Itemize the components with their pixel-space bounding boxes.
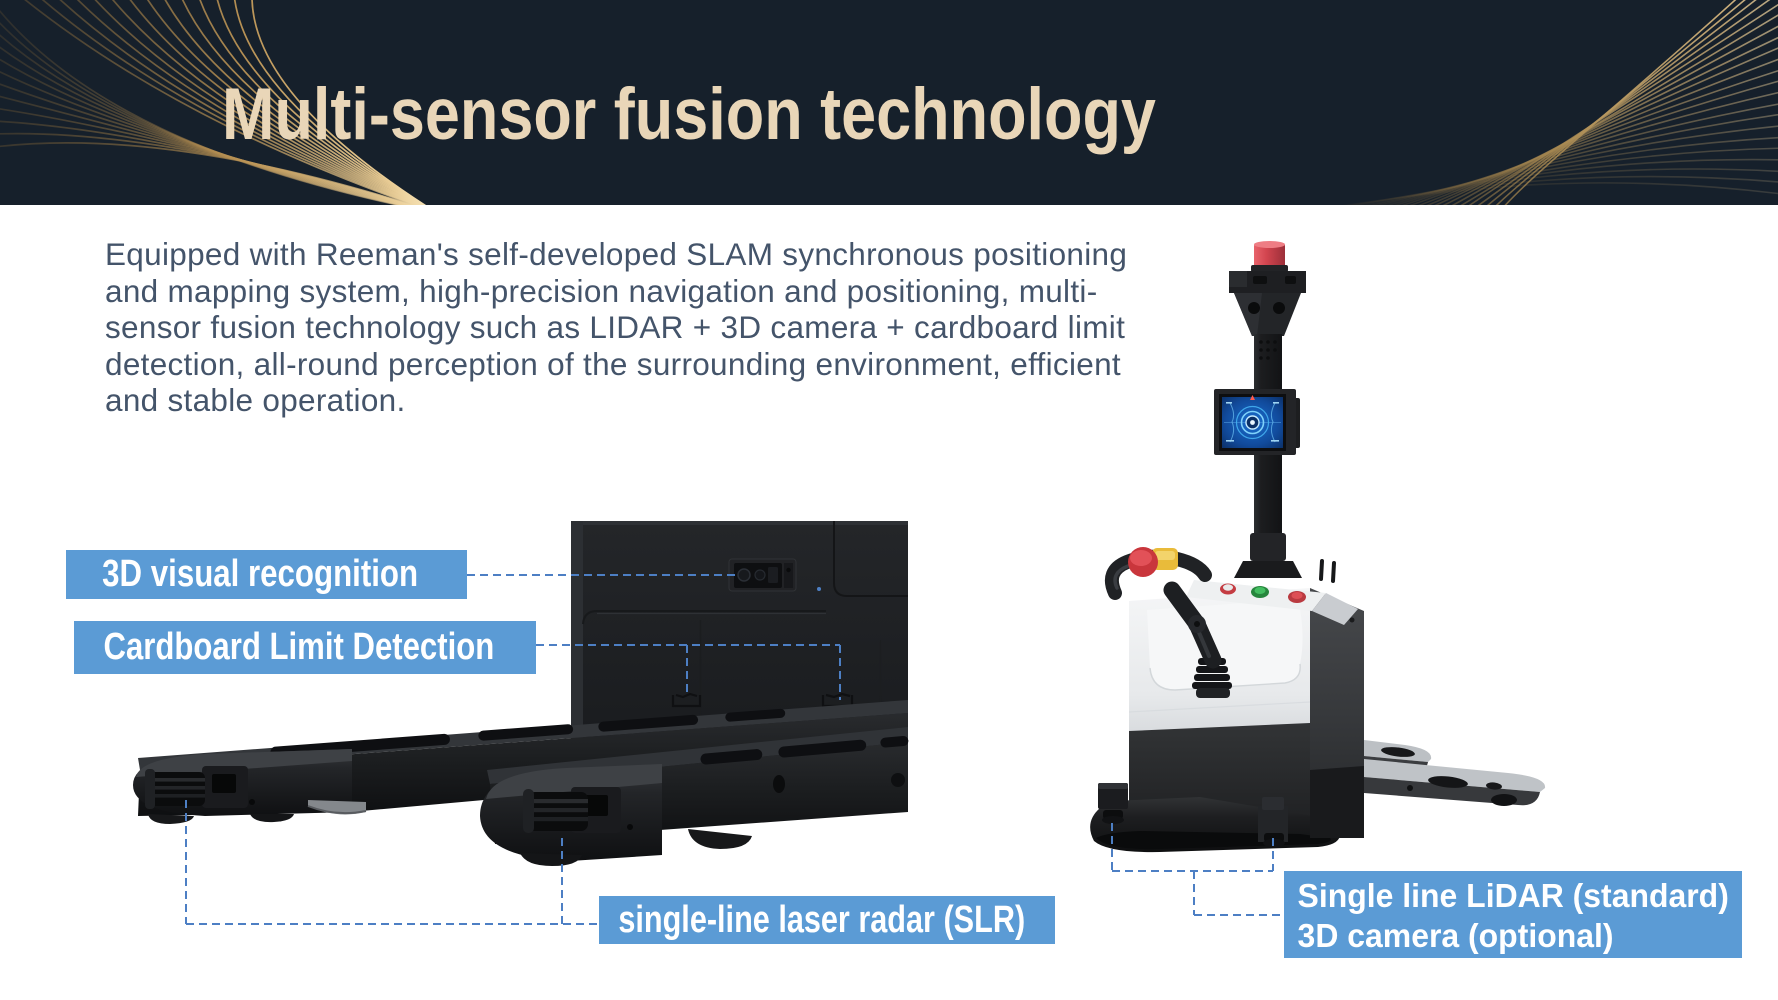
label-text: single-line laser radar (SLR) [618, 899, 1026, 941]
rear-fork [133, 700, 908, 824]
display-mast [1229, 241, 1306, 578]
front-left-lidar [1098, 783, 1128, 824]
front-fork-laser-scanner [523, 787, 633, 833]
label-single-line-laser-radar: single-line laser radar (SLR) [599, 896, 1055, 944]
paragraph-line: and mapping system, high-precision navig… [105, 272, 1098, 309]
front-fork [480, 727, 909, 866]
paragraph-line: detection, all-round perception of the s… [105, 345, 1121, 382]
label-text-line2: 3D camera (optional) [1297, 917, 1614, 954]
body-paragraph: Equipped with Reeman's self-developed SL… [105, 236, 1127, 419]
screen-hud-graphics [1224, 395, 1281, 443]
header-banner: Multi-sensor fusion technology [0, 0, 1778, 205]
beacon-light [1251, 241, 1288, 272]
pallet-forks-rear-photo [133, 521, 909, 866]
label-text-line1: Single line LiDAR (standard) [1297, 877, 1729, 914]
paragraph-line: and stable operation. [105, 382, 406, 418]
label-3d-visual-recognition: 3D visual recognition [66, 550, 467, 599]
label-text: Cardboard Limit Detection [103, 626, 495, 668]
label-single-line-lidar-3d-camera: Single line LiDAR (standard) 3D camera (… [1284, 871, 1742, 958]
control-buttons [1220, 583, 1306, 603]
paragraph-line: sensor fusion technology such as LIDAR +… [105, 309, 1126, 345]
rear-fork-roller [307, 800, 367, 815]
emergency-stop-button [1128, 547, 1178, 577]
chassis-base [1090, 783, 1341, 853]
tiller-handle [1105, 547, 1232, 698]
robot-forks [1310, 740, 1546, 838]
label-text: 3D visual recognition [102, 553, 419, 595]
display-screen [1214, 389, 1300, 455]
front-right-lidar [1258, 797, 1288, 847]
rear-fork-laser-scanner [145, 766, 255, 809]
paragraph-line: Equipped with Reeman's self-developed SL… [105, 236, 1128, 272]
gold-fan-left-decoration [0, 0, 427, 205]
slide-title: Multi-sensor fusion technology [222, 74, 1156, 155]
gold-waves-right-decoration [1341, 0, 1778, 205]
label-cardboard-limit-detection: Cardboard Limit Detection [74, 621, 536, 674]
3d-camera-module [728, 558, 821, 592]
pallet-truck-robot-photo [1090, 241, 1546, 853]
antennas [1319, 559, 1336, 583]
